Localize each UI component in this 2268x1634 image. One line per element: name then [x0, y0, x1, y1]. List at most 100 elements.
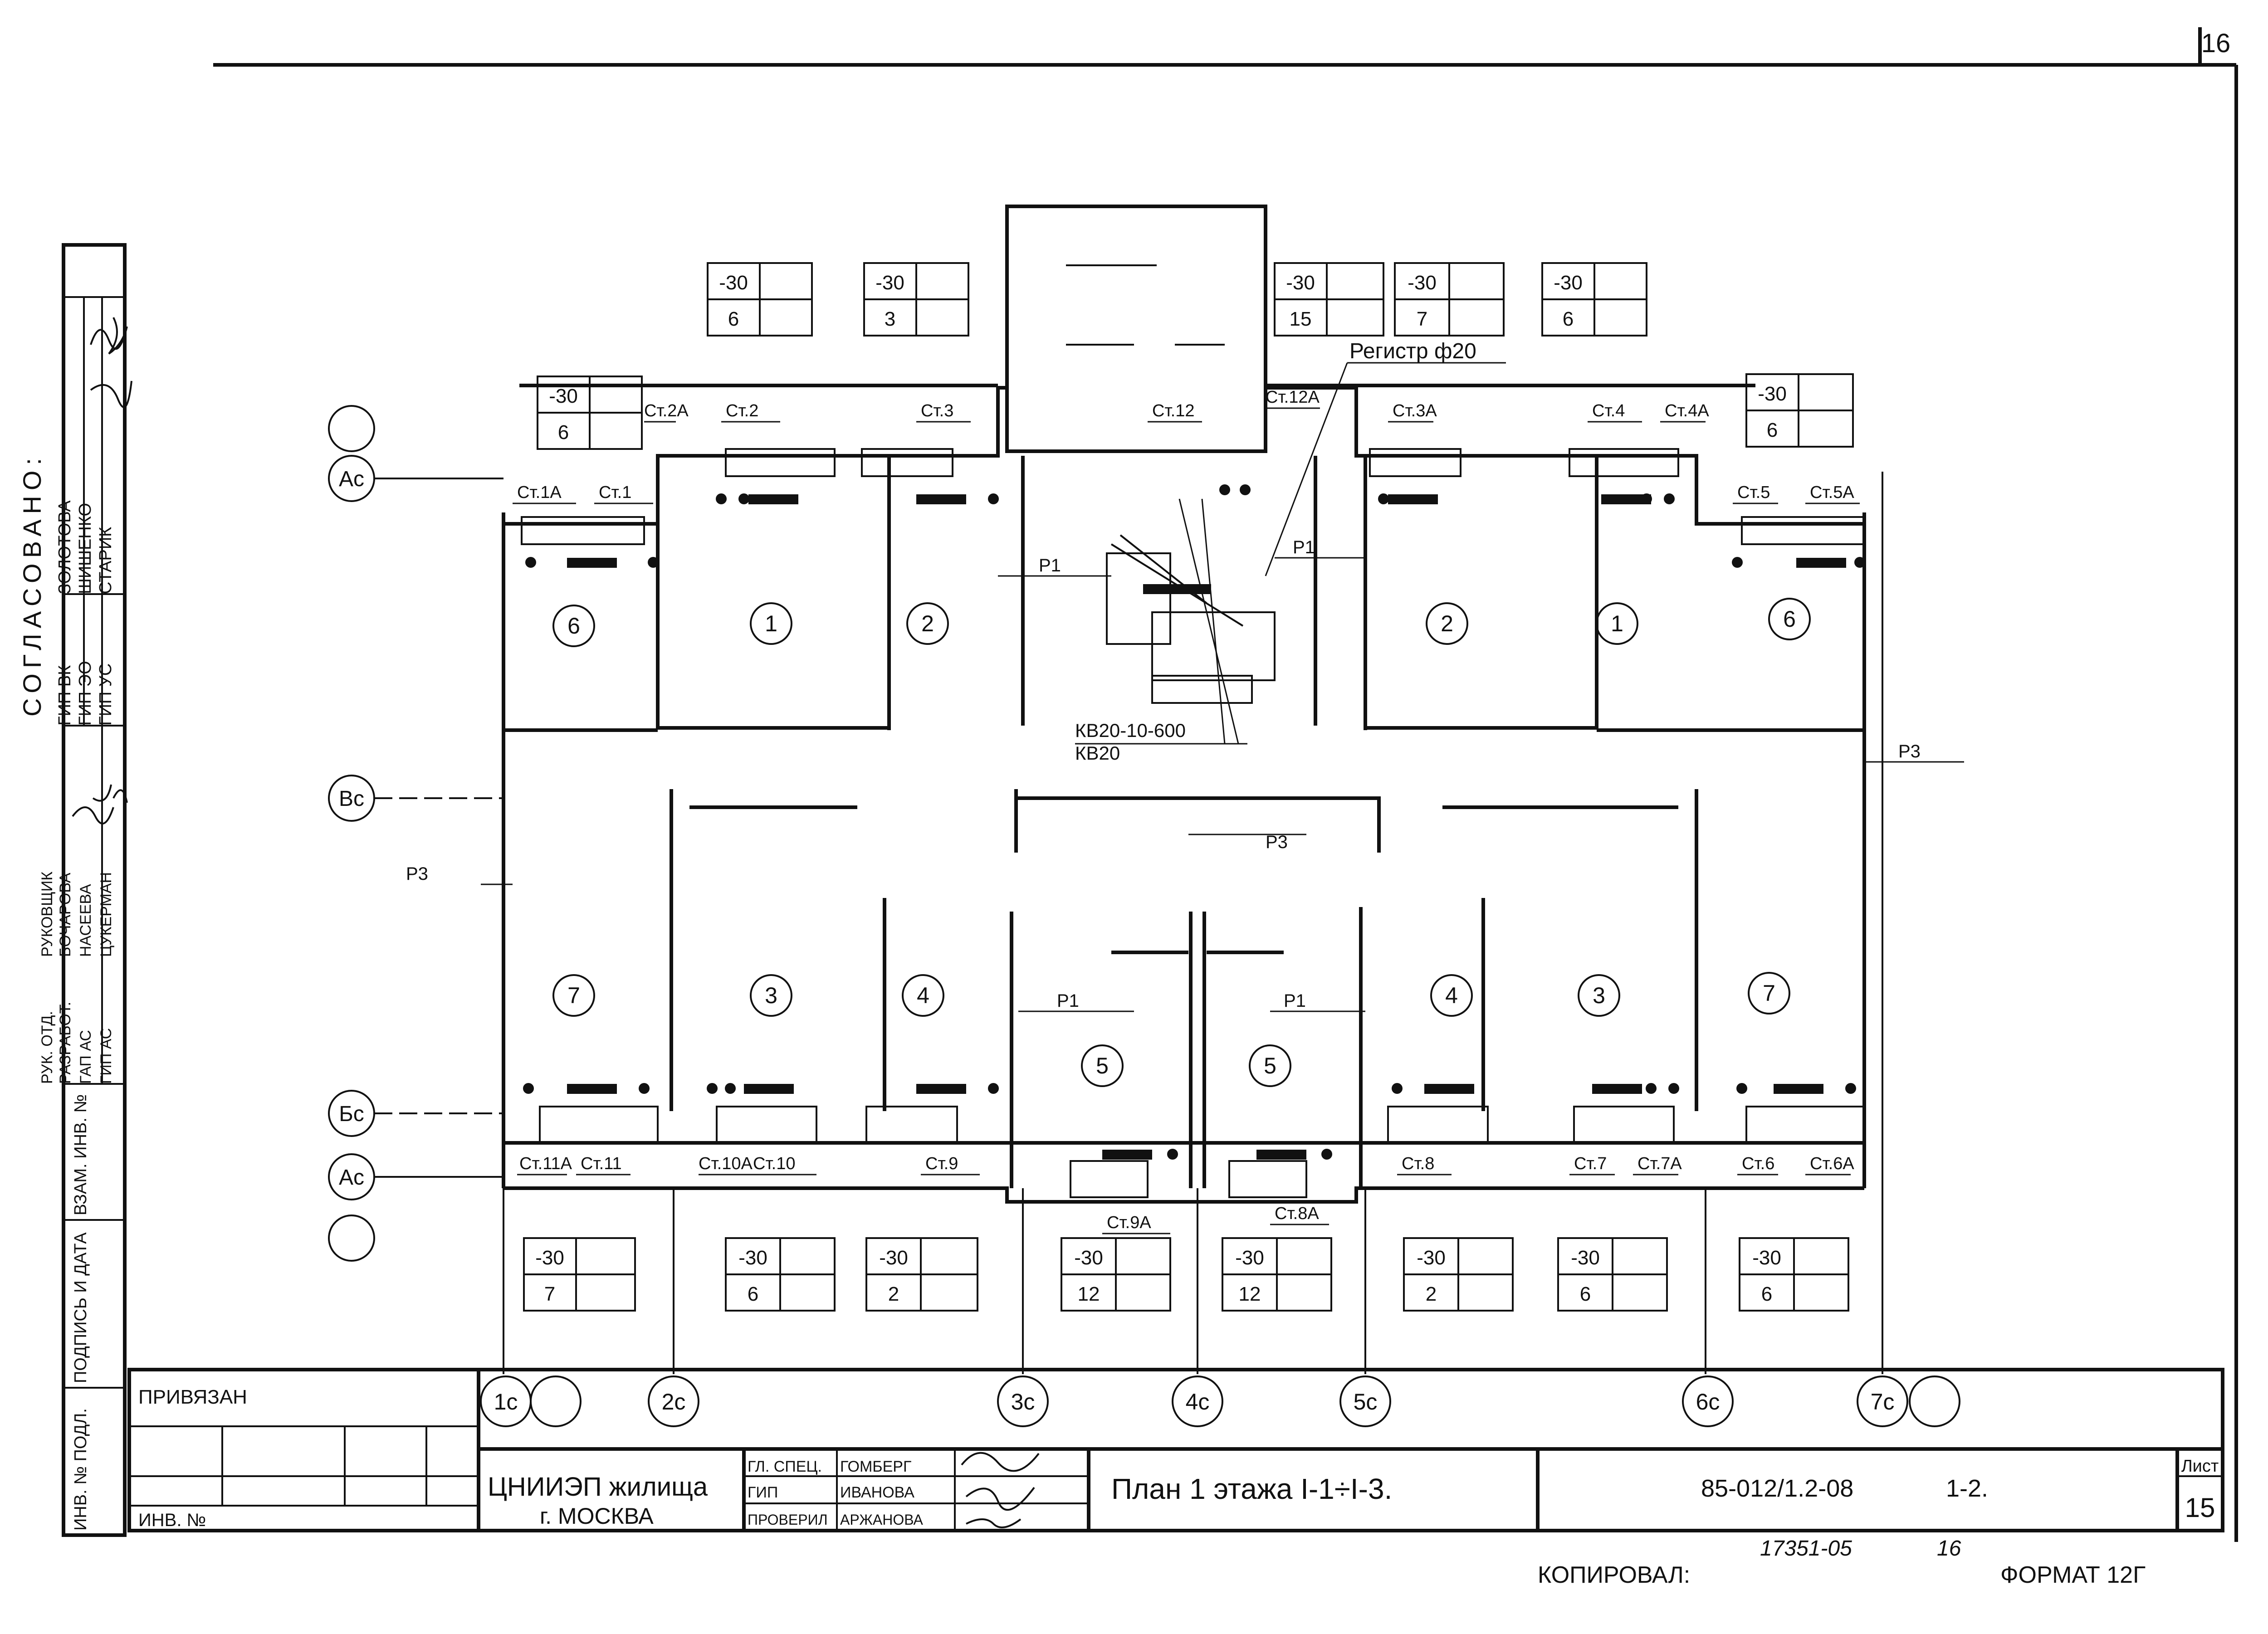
room-label-10: 5: [1096, 1053, 1109, 1078]
dev-role-4: ГИП АС: [98, 1028, 115, 1084]
tbox-1-bottom: 6: [728, 308, 739, 330]
row-axis-markers: [328, 405, 503, 1262]
tbox-8-bottom: 7: [544, 1283, 555, 1305]
stamp-name-1: ГОМБЕРГ: [840, 1458, 911, 1475]
dev-name-4: ЦУКЕРМАН: [98, 872, 115, 957]
stamp-sheet-number: 15: [2185, 1493, 2215, 1523]
room-label-13: 3: [1593, 983, 1605, 1008]
tbox-7-top: -30: [1758, 383, 1787, 405]
room-label-8: 3: [765, 983, 777, 1008]
axis-col-4: 4с: [1186, 1389, 1210, 1415]
room-label-4: 2: [1441, 611, 1453, 636]
tbox-6-bottom: 6: [558, 421, 569, 444]
dev-name-3: НАСЕЕВА: [77, 884, 94, 957]
riser-label-8: Ст.8: [1402, 1154, 1434, 1173]
approved-name-3: СТАРИК: [96, 527, 115, 594]
room-label-5: 1: [1611, 611, 1623, 636]
riser-label-11a: Ст.11А: [519, 1154, 572, 1173]
stamp-name-2: ИВАНОВА: [840, 1484, 914, 1501]
developer-signatures: [72, 784, 128, 824]
tbox-4-bottom: 7: [1417, 308, 1427, 330]
tbox-9-top: -30: [738, 1247, 767, 1269]
riser-label-6a: Ст.6А: [1810, 1154, 1854, 1173]
approved-role-3: ГИП УС: [96, 663, 115, 726]
axis-col-5: 5с: [1354, 1389, 1378, 1415]
tbox-10-top: -30: [879, 1247, 908, 1269]
approved-role-2: ГИП ЭО: [76, 661, 95, 726]
pipe-leaders: [481, 557, 1964, 1012]
stamp-org-1: ЦНИИЭП жилища: [488, 1472, 708, 1502]
stamp-signatures: [961, 1452, 1040, 1528]
riser-label-8a: Ст.8А: [1275, 1204, 1319, 1223]
building-walls: [502, 205, 1866, 1204]
tbox-12-bottom: 12: [1239, 1283, 1261, 1305]
approved-title: СОГЛАСОВАНО:: [18, 453, 46, 717]
axis-row-2: Вс: [339, 787, 364, 811]
dev-role-3: ГАП АС: [77, 1030, 94, 1084]
dev-name-1: РУКОВЩИК: [39, 872, 56, 957]
room-label-12: 4: [1445, 983, 1458, 1008]
temperature-boxes: [523, 262, 1854, 1312]
riser-label-9: Ст.9: [925, 1154, 958, 1173]
footer-copied: КОПИРОВАЛ:: [1538, 1562, 1690, 1588]
axis-col-1: 1с: [494, 1389, 518, 1415]
room-label-3: 2: [921, 611, 934, 636]
note-register: Регистр ф20: [1349, 339, 1476, 363]
riser-label-3a: Ст.3А: [1393, 401, 1437, 420]
riser-dots: [523, 484, 1865, 1160]
approved-name-2: ШИШЕНКО: [76, 503, 95, 594]
pipe-label-p1-ne: Р1: [1293, 537, 1315, 557]
riser-label-10a: Ст.10А: [699, 1154, 753, 1173]
axis-row-4: Ас: [339, 1166, 364, 1190]
footer-archive: 17351-05: [1760, 1536, 1852, 1561]
pipe-label-p3-c: Р3: [1266, 832, 1288, 852]
riser-label-3: Ст.3: [921, 401, 953, 420]
footer-format: ФОРМАТ 12Г: [2000, 1562, 2146, 1588]
riser-label-5: Ст.5: [1737, 483, 1770, 502]
stamp-doc-part: 1-2.: [1946, 1475, 1988, 1502]
tbox-13-bottom: 2: [1426, 1283, 1437, 1305]
left-approval-strip: [62, 243, 127, 1537]
room-label-2: 1: [765, 611, 777, 636]
stamp-org-2: г. МОСКВА: [540, 1503, 654, 1529]
riser-label-9a: Ст.9А: [1107, 1213, 1151, 1232]
riser-label-11: Ст.11: [581, 1154, 622, 1173]
riser-label-4: Ст.4: [1592, 401, 1625, 420]
axis-col-2: 2с: [662, 1389, 686, 1415]
footer-archive-page: 16: [1937, 1536, 1961, 1561]
room-label-11: 5: [1264, 1053, 1276, 1078]
dev-name-2: БОЧАРОВА: [57, 873, 74, 957]
tbox-5-bottom: 6: [1563, 308, 1574, 330]
approved-name-1: ЗОЛОТОВА: [55, 500, 74, 594]
axis-row-3: Бс: [339, 1102, 364, 1126]
stamp-role-2: ГИП: [748, 1484, 778, 1501]
room-circles: [552, 598, 1811, 1087]
title-block: [127, 1368, 2224, 1532]
tbox-15-top: -30: [1752, 1247, 1781, 1269]
riser-label-2: Ст.2: [726, 401, 758, 420]
tbox-12-top: -30: [1235, 1247, 1264, 1269]
stamp-bound: ПРИВЯЗАН: [138, 1386, 247, 1408]
stamp-doc-code: 85-012/1.2-08: [1701, 1475, 1853, 1502]
room-label-1: 6: [567, 613, 580, 639]
tbox-3-top: -30: [1286, 272, 1315, 294]
tbox-15-bottom: 6: [1761, 1283, 1772, 1305]
tbox-9-bottom: 6: [748, 1283, 758, 1305]
tbox-14-bottom: 6: [1580, 1283, 1591, 1305]
approval-signatures: [90, 317, 132, 408]
riser-label-6: Ст.6: [1742, 1154, 1774, 1173]
tbox-1-top: -30: [719, 272, 748, 294]
sheet-frame: [213, 27, 2238, 1542]
stamp-name-3: АРЖАНОВА: [840, 1512, 924, 1528]
axis-col-7: 7с: [1871, 1389, 1895, 1415]
note-convector-1: КВ20-10-600: [1075, 720, 1186, 741]
pipe-label-p1-se: Р1: [1284, 991, 1306, 1011]
riser-label-1a: Ст.1А: [517, 483, 562, 502]
note-convector-2: КВ20: [1075, 742, 1120, 764]
tbox-13-top: -30: [1417, 1247, 1446, 1269]
axis-col-6: 6с: [1696, 1389, 1720, 1415]
axis-row-1: Ас: [339, 467, 364, 491]
riser-label-12a: Ст.12А: [1266, 388, 1320, 407]
room-label-6: 6: [1783, 606, 1796, 632]
side-label-original: ИНВ. № ПОДЛ.: [71, 1408, 90, 1531]
